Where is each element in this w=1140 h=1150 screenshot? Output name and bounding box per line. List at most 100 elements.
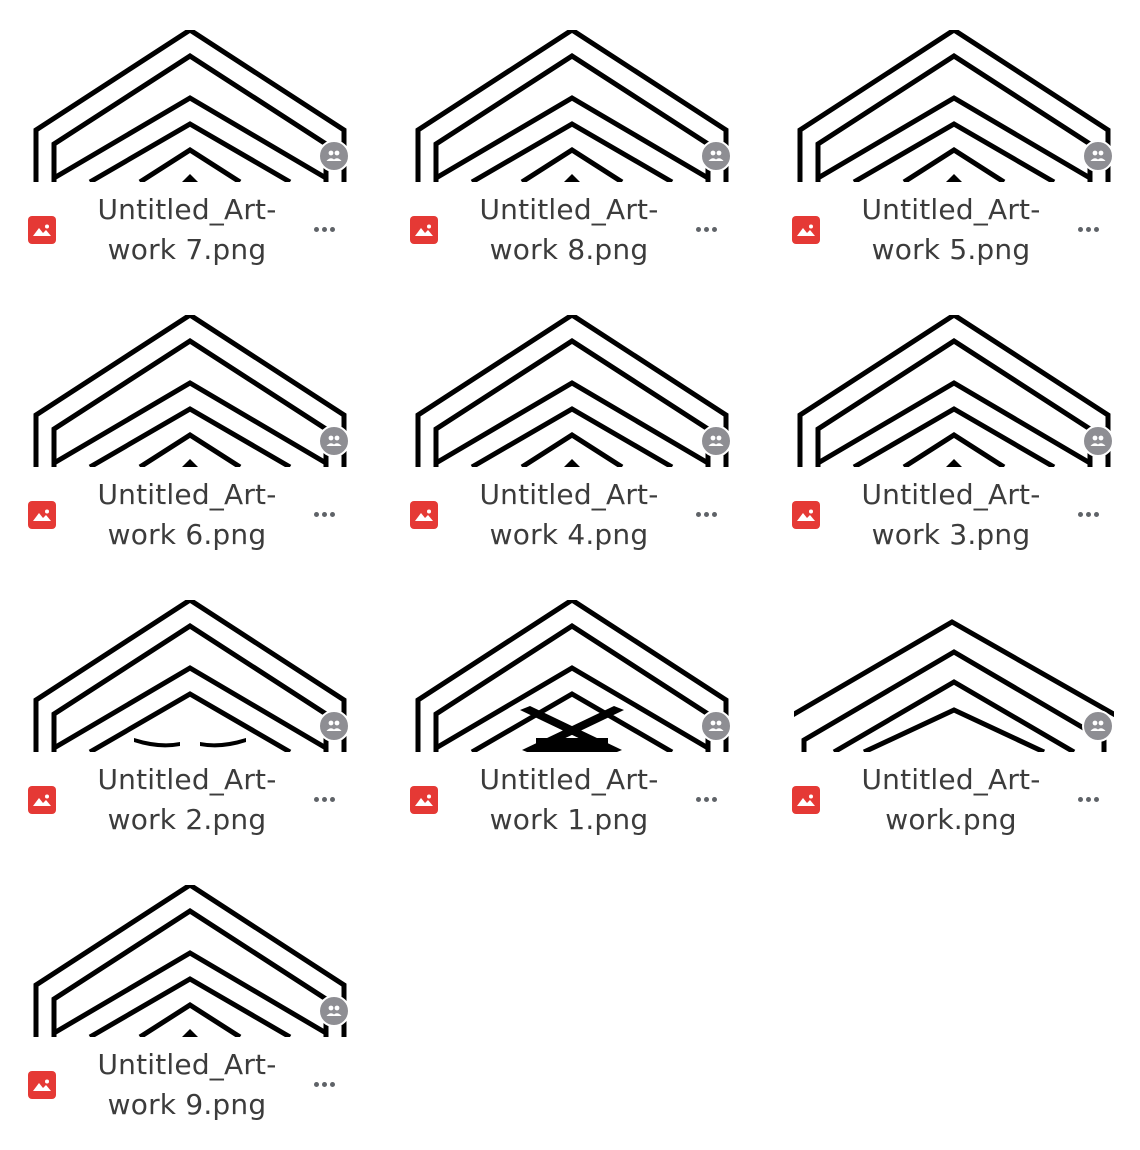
more-options-button[interactable] xyxy=(304,214,344,244)
more-dot xyxy=(1077,796,1083,802)
more-dot xyxy=(703,796,709,802)
shared-icon xyxy=(700,425,732,457)
file-name[interactable]: Untitled_Art- work 9.png xyxy=(78,1045,296,1125)
chevron-tip xyxy=(182,459,198,467)
chevron-stroke xyxy=(862,707,1046,752)
artwork-image xyxy=(415,315,729,467)
chevron-stroke xyxy=(470,121,674,182)
image-file-icon xyxy=(410,786,438,814)
shared-icon xyxy=(318,995,350,1027)
more-dot xyxy=(313,511,319,517)
artwork-image xyxy=(415,600,729,752)
chevron-stroke xyxy=(52,380,328,466)
chevron-stroke xyxy=(433,53,711,182)
more-options-button[interactable] xyxy=(1068,499,1108,529)
more-options-button[interactable] xyxy=(1068,214,1108,244)
more-dot xyxy=(321,796,327,802)
more-options-button[interactable] xyxy=(1068,784,1108,814)
file-name[interactable]: Untitled_Art- work 3.png xyxy=(842,475,1060,555)
more-dot xyxy=(329,226,335,232)
file-tile-9[interactable]: Untitled_Art- work.png xyxy=(764,570,1140,855)
more-options-button[interactable] xyxy=(304,1069,344,1099)
more-options-button[interactable] xyxy=(686,214,726,244)
shared-icon xyxy=(318,425,350,457)
file-thumbnail[interactable] xyxy=(30,885,350,1037)
chevron-stroke xyxy=(520,147,624,182)
chevron-stroke xyxy=(902,147,1006,182)
more-dot xyxy=(695,511,701,517)
chevron-stroke xyxy=(434,380,710,466)
chevron-stroke xyxy=(852,121,1056,182)
file-name[interactable]: Untitled_Art- work 7.png xyxy=(78,190,296,270)
artwork-image xyxy=(33,30,347,182)
file-thumbnail[interactable] xyxy=(412,30,732,182)
file-name[interactable]: Untitled_Art- work 4.png xyxy=(460,475,678,555)
artwork-image xyxy=(794,619,1114,752)
more-dot xyxy=(1093,796,1099,802)
artwork-image xyxy=(415,30,729,182)
file-name-line2: work 1.png xyxy=(489,803,649,836)
file-tile-3[interactable]: Untitled_Art- work 5.png xyxy=(764,0,1140,285)
image-file-icon xyxy=(410,501,438,529)
file-name[interactable]: Untitled_Art- work 2.png xyxy=(78,760,296,840)
more-dot xyxy=(703,226,709,232)
file-tile-7[interactable]: Untitled_Art- work 2.png xyxy=(0,570,380,855)
more-dot xyxy=(313,796,319,802)
file-name-line1: Untitled_Art- xyxy=(861,478,1041,511)
image-file-icon xyxy=(792,786,820,814)
chevron-stroke xyxy=(852,406,1056,467)
file-name-line1: Untitled_Art- xyxy=(97,478,277,511)
shared-icon xyxy=(1082,140,1114,172)
file-tile-10[interactable]: Untitled_Art- work 9.png xyxy=(0,855,380,1140)
more-options-button[interactable] xyxy=(686,784,726,814)
chevron-tip xyxy=(946,459,962,467)
file-name-line1: Untitled_Art- xyxy=(479,193,659,226)
file-thumbnail[interactable] xyxy=(30,600,350,752)
file-name-line2: work 5.png xyxy=(871,233,1031,266)
chevron-stroke xyxy=(88,121,292,182)
file-thumbnail[interactable] xyxy=(412,600,732,752)
file-thumbnail[interactable] xyxy=(794,315,1114,467)
chevron-stroke xyxy=(434,665,710,751)
file-name[interactable]: Untitled_Art- work.png xyxy=(842,760,1060,840)
file-tile-6[interactable]: Untitled_Art- work 3.png xyxy=(764,285,1140,570)
file-name-line1: Untitled_Art- xyxy=(861,193,1041,226)
file-tile-4[interactable]: Untitled_Art- work 6.png xyxy=(0,285,380,570)
more-dot xyxy=(695,796,701,802)
file-tile-1[interactable]: Untitled_Art- work 7.png xyxy=(0,0,380,285)
file-thumbnail[interactable] xyxy=(412,315,732,467)
chevron-tip xyxy=(564,459,580,467)
file-thumbnail[interactable] xyxy=(794,600,1114,752)
file-thumbnail[interactable] xyxy=(30,30,350,182)
more-dot xyxy=(1085,511,1091,517)
file-name[interactable]: Untitled_Art- work 5.png xyxy=(842,190,1060,270)
file-tile-5[interactable]: Untitled_Art- work 4.png xyxy=(382,285,762,570)
file-tile-8[interactable]: Untitled_Art- work 1.png xyxy=(382,570,762,855)
shared-icon xyxy=(700,140,732,172)
more-options-button[interactable] xyxy=(304,784,344,814)
file-thumbnail[interactable] xyxy=(794,30,1114,182)
file-name[interactable]: Untitled_Art- work 6.png xyxy=(78,475,296,555)
chevron-stroke xyxy=(794,619,1114,718)
more-dot xyxy=(321,1081,327,1087)
file-name-line2: work.png xyxy=(885,803,1017,836)
chevron-stroke xyxy=(52,950,328,1036)
shared-icon xyxy=(1082,425,1114,457)
shared-icon xyxy=(318,140,350,172)
file-thumbnail[interactable] xyxy=(30,315,350,467)
file-tile-2[interactable]: Untitled_Art- work 8.png xyxy=(382,0,762,285)
chevron-stroke xyxy=(51,908,329,1037)
more-dot xyxy=(329,796,335,802)
file-name[interactable]: Untitled_Art- work 1.png xyxy=(460,760,678,840)
more-dot xyxy=(313,1081,319,1087)
more-options-button[interactable] xyxy=(686,499,726,529)
shared-icon xyxy=(1082,710,1114,742)
file-name[interactable]: Untitled_Art- work 8.png xyxy=(460,190,678,270)
chevron-stroke xyxy=(52,95,328,181)
file-name-line2: work 2.png xyxy=(107,803,267,836)
chevron-stroke xyxy=(434,95,710,181)
rifles-emblem xyxy=(134,738,246,748)
chevron-stroke xyxy=(520,432,624,467)
file-name-line1: Untitled_Art- xyxy=(479,478,659,511)
more-options-button[interactable] xyxy=(304,499,344,529)
